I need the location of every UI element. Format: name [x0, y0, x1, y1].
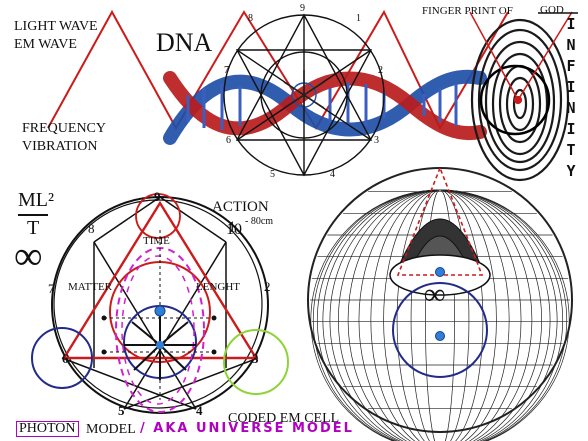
- top-circle-number-5: 5: [270, 169, 275, 180]
- action-label: ACTION: [212, 199, 269, 215]
- circle-number-7: 7: [48, 281, 55, 296]
- formula-fraction-bar: [18, 214, 48, 216]
- photon-circle-diagram: [31, 193, 289, 414]
- circle-number-1: 1: [228, 219, 236, 236]
- top-circle-number-8: 8: [248, 13, 253, 24]
- time-label: TIME: [143, 235, 170, 247]
- coded-em-cell-sphere: [307, 165, 573, 441]
- action-base: 10: [226, 221, 242, 238]
- top-circle-number-2: 2: [378, 65, 383, 76]
- sphere-infinity-symbol: ∞: [424, 278, 446, 311]
- lenght-label: LENGHT: [196, 281, 240, 293]
- top-circle-number-9: 9: [300, 3, 305, 14]
- formula-infinity: ∞: [14, 233, 43, 278]
- matter-label: MATTER: [68, 281, 112, 293]
- em-wave-label: EM WAVE: [14, 37, 77, 52]
- infinity-vertical-text: I N F I N I T Y: [566, 15, 576, 180]
- circle-number-6: 6: [62, 351, 69, 366]
- action-exponent: - 80cm: [245, 216, 274, 227]
- dna-helix: [163, 69, 487, 145]
- top-circle-number-6: 6: [226, 135, 231, 146]
- photon-label: PHOTON: [16, 421, 79, 437]
- light-wave-label: LIGHT WAVE: [14, 19, 98, 34]
- formula-numerator: ML²: [18, 189, 54, 211]
- top-circle-number-7: 7: [224, 65, 229, 76]
- fingerprint: [469, 11, 573, 182]
- frequency-label: FREQUENCY: [22, 121, 107, 136]
- circle-number-8: 8: [88, 221, 95, 236]
- fingerprint-crossed-word: GOD: [540, 4, 564, 16]
- circle-number-9: 9: [154, 189, 161, 204]
- top-enneagram: [223, 13, 385, 177]
- vibration-label: VIBRATION: [22, 139, 98, 154]
- top-circle-number-3: 3: [374, 135, 379, 146]
- circle-number-4: 4: [196, 403, 203, 418]
- circle-number-2: 2: [264, 279, 271, 294]
- aka-universe-model-label: / AKA UNIVERSE MODEL: [140, 421, 354, 436]
- circle-number-3: 3: [252, 351, 259, 366]
- fingerprint-title: FINGER PRINT OF: [422, 5, 513, 17]
- top-circle-number-1: 1: [356, 13, 361, 24]
- formula-denominator: T: [27, 217, 40, 239]
- light-wave-zigzag: [47, 9, 509, 131]
- circle-number-5: 5: [118, 403, 125, 418]
- model-label: MODEL: [86, 422, 136, 437]
- dna-label: DNA: [156, 28, 213, 57]
- coded-em-cell-label: CODED EM CELL: [228, 411, 340, 426]
- top-circle-number-4: 4: [330, 169, 335, 180]
